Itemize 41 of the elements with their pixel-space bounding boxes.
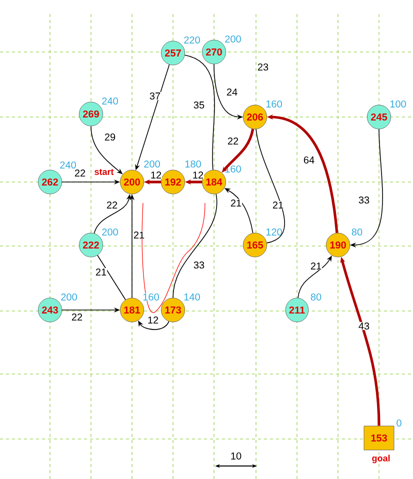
edge-label: 33 bbox=[358, 196, 370, 204]
edge-label: 12 bbox=[148, 316, 158, 324]
cost-label: 200 bbox=[101, 228, 119, 236]
cost-label: 80 bbox=[310, 292, 322, 302]
edge-label: 21 bbox=[272, 202, 284, 208]
edge-label: 12 bbox=[193, 172, 204, 178]
edge-label: 22 bbox=[106, 202, 118, 208]
edge-label: 29 bbox=[104, 133, 116, 141]
cost-label: 200 bbox=[143, 160, 161, 168]
cost-label: 200 bbox=[224, 34, 242, 44]
cost-label: 220 bbox=[183, 36, 201, 44]
edge-label: 21 bbox=[230, 200, 242, 206]
tag-label: start bbox=[94, 169, 114, 175]
cost-label: 160 bbox=[142, 292, 160, 302]
cost-label: 80 bbox=[350, 228, 364, 236]
edge-label: 21 bbox=[310, 262, 322, 270]
goal-box: 153 bbox=[364, 426, 394, 450]
edge-label: 22 bbox=[72, 314, 82, 320]
edge-label: 64 bbox=[304, 156, 314, 164]
edge-label: 33 bbox=[194, 261, 204, 269]
edge-label: 21 bbox=[134, 232, 144, 238]
edge-label: 21 bbox=[96, 268, 106, 276]
cost-label: 240 bbox=[101, 96, 119, 106]
cost-label: 0 bbox=[396, 418, 402, 428]
cost-label: 180 bbox=[184, 160, 202, 168]
edge-label: 22 bbox=[74, 170, 86, 176]
cost-label: 120 bbox=[265, 228, 283, 236]
edge-label: 22 bbox=[228, 138, 238, 144]
weight-label: 10 bbox=[231, 452, 242, 460]
cost-label: 200 bbox=[60, 292, 78, 302]
edge-label: 37 bbox=[150, 92, 160, 100]
tag-label: goal bbox=[372, 454, 390, 464]
edge-label: 43 bbox=[358, 322, 370, 330]
cost-label: 100 bbox=[389, 100, 407, 108]
edge-label: 24 bbox=[226, 88, 238, 96]
cost-label: 140 bbox=[183, 292, 201, 302]
cost-label: 160 bbox=[265, 100, 283, 108]
cost-label: 240 bbox=[59, 160, 77, 170]
weight-label: 23 bbox=[258, 63, 268, 71]
edge-label: 35 bbox=[194, 101, 204, 109]
edge-label: 12 bbox=[151, 172, 162, 178]
